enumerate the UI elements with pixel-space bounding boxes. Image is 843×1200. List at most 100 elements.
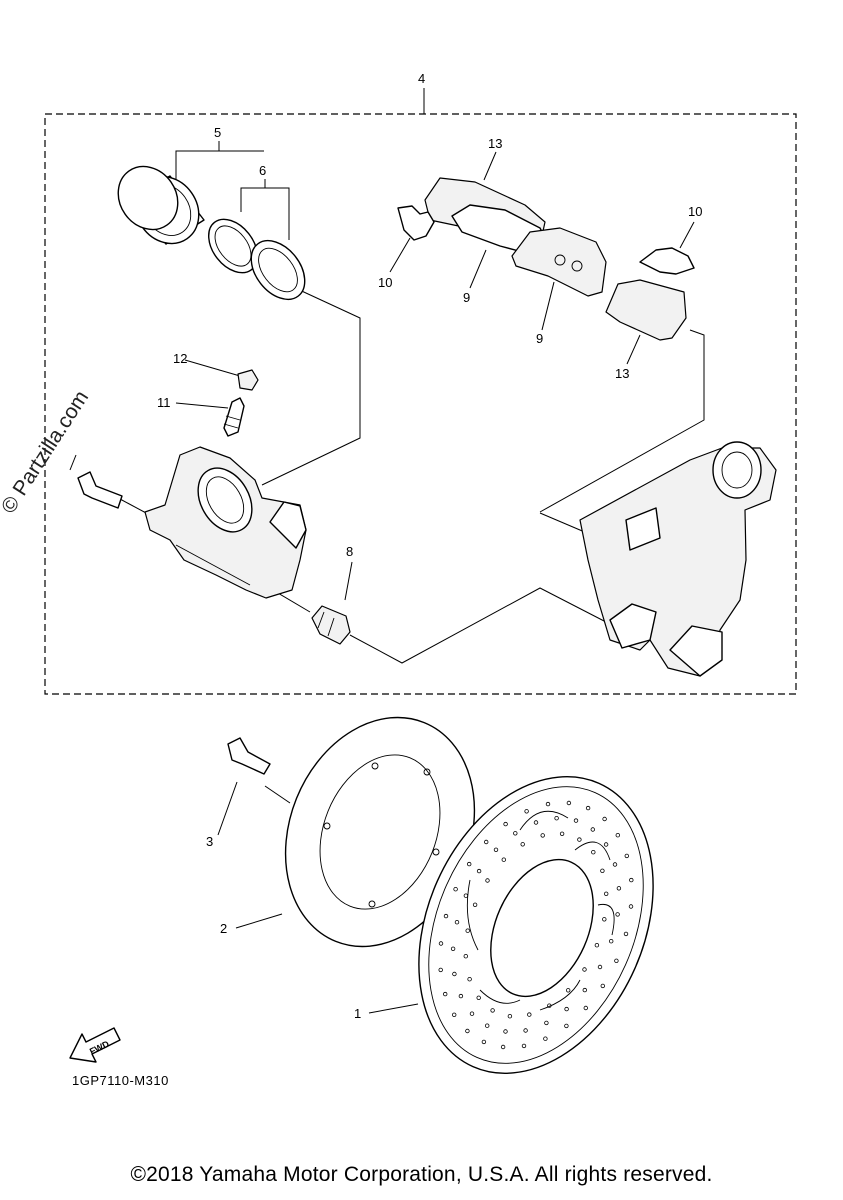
drill-hole — [500, 1044, 506, 1050]
slide-pin-boot[interactable] — [311, 605, 351, 645]
drill-hole — [467, 977, 472, 982]
drill-hole — [438, 941, 444, 946]
drill-hole — [490, 1008, 495, 1013]
drill-hole — [603, 842, 609, 847]
drill-hole — [503, 1029, 508, 1034]
drill-hole — [543, 1036, 548, 1041]
drill-hole — [591, 850, 596, 855]
drill-hole — [443, 913, 449, 919]
callout-8[interactable]: 8 — [346, 544, 353, 559]
drill-hole — [612, 862, 618, 867]
disc-spacer[interactable] — [252, 689, 507, 975]
disc-bolt[interactable] — [227, 737, 271, 775]
drill-hole — [485, 878, 490, 883]
drill-hole — [527, 1012, 532, 1017]
brake-disc[interactable] — [374, 739, 697, 1110]
caliper-body[interactable] — [144, 446, 307, 599]
assembly-box — [44, 113, 797, 695]
callout-9-left[interactable]: 9 — [463, 290, 470, 305]
pad-spring-left[interactable] — [397, 205, 435, 241]
callout-13-top[interactable]: 13 — [488, 136, 502, 151]
drill-hole — [465, 928, 470, 933]
drill-hole — [545, 801, 551, 807]
drill-hole — [493, 847, 499, 852]
drill-hole — [590, 827, 595, 832]
callout-5[interactable]: 5 — [214, 125, 221, 140]
drill-hole — [503, 821, 508, 827]
drill-hole — [577, 837, 582, 842]
drill-hole — [554, 816, 559, 821]
drill-hole — [524, 809, 529, 814]
drill-hole — [454, 920, 460, 925]
drill-hole — [566, 988, 571, 993]
callout-6[interactable]: 6 — [259, 163, 266, 178]
drill-hole — [559, 831, 565, 836]
fwd-arrow-icon: FWD — [69, 1027, 121, 1063]
bleed-screw[interactable] — [223, 397, 245, 437]
callout-13-right[interactable]: 13 — [615, 366, 629, 381]
callout-3[interactable]: 3 — [206, 834, 213, 849]
drill-hole — [600, 868, 605, 873]
bleed-cap[interactable] — [237, 369, 259, 391]
drill-hole — [616, 886, 622, 891]
drill-hole — [544, 1020, 549, 1026]
drill-hole — [453, 887, 458, 892]
drill-hole — [458, 993, 464, 999]
drill-hole — [609, 939, 614, 944]
callout-12[interactable]: 12 — [173, 351, 187, 366]
pad-shim-right[interactable] — [605, 279, 687, 341]
drill-hole — [629, 877, 634, 883]
watermark-text: © Partzilla.com — [2, 387, 93, 518]
drill-hole — [594, 943, 600, 948]
drill-hole — [615, 912, 620, 917]
drill-hole — [438, 967, 443, 973]
drill-hole — [597, 964, 603, 970]
drill-hole — [614, 958, 619, 963]
callout-1[interactable]: 1 — [354, 1006, 361, 1021]
callout-10-left[interactable]: 10 — [378, 275, 392, 290]
piston[interactable] — [106, 155, 212, 256]
drill-hole — [564, 1006, 569, 1012]
drill-hole — [465, 1028, 470, 1034]
drill-hole — [533, 820, 539, 825]
watermark: © Partzilla.com — [2, 387, 93, 518]
callout-10-right[interactable]: 10 — [688, 204, 702, 219]
brake-pad-lower[interactable] — [511, 227, 607, 297]
drill-hole — [521, 1043, 527, 1049]
drill-hole — [583, 1005, 588, 1011]
drill-hole — [463, 954, 468, 959]
drill-hole — [472, 902, 478, 907]
drill-hole — [604, 891, 609, 896]
caliper-bolt[interactable] — [77, 471, 123, 509]
caliper-bracket[interactable] — [579, 441, 777, 677]
drill-hole — [520, 842, 525, 847]
drill-hole — [484, 839, 489, 845]
callout-9-right[interactable]: 9 — [536, 331, 543, 346]
drill-hole — [602, 917, 607, 922]
drill-hole — [582, 967, 587, 972]
drill-hole — [624, 853, 629, 859]
drill-hole — [573, 818, 579, 823]
drill-hole — [615, 833, 620, 838]
drill-hole — [564, 1023, 569, 1029]
drill-hole — [507, 1014, 513, 1019]
seal-outer[interactable] — [199, 210, 267, 282]
copyright-notice: ©2018 Yamaha Motor Corporation, U.S.A. A… — [130, 1163, 713, 1186]
drill-hole — [481, 1039, 487, 1045]
drill-hole — [443, 991, 448, 997]
drill-hole — [523, 1028, 528, 1033]
drill-hole — [485, 1023, 490, 1028]
callout-4[interactable]: 4 — [418, 71, 425, 86]
drill-hole — [566, 800, 572, 806]
callout-2[interactable]: 2 — [220, 921, 227, 936]
drill-hole — [476, 868, 482, 874]
drill-hole — [540, 833, 545, 838]
drill-hole — [628, 904, 634, 909]
callout-11[interactable]: 11 — [157, 395, 171, 410]
drill-hole — [501, 857, 506, 862]
drill-hole — [467, 861, 472, 867]
pad-spring-right[interactable] — [639, 247, 695, 275]
disc-drill-holes — [438, 800, 634, 1050]
seal-inner[interactable] — [240, 230, 315, 309]
